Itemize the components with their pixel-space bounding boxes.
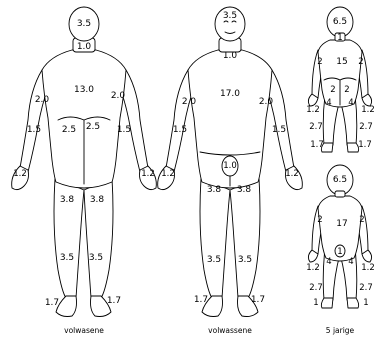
- adult-back-hand-left-label: 1.2: [13, 169, 27, 179]
- adult-back-leg-left-label: 3.5: [60, 253, 74, 263]
- adult-front-caption: volwassene: [208, 326, 252, 335]
- adult-front-forearm-left-label: 1.5: [173, 125, 187, 135]
- child-front-hand-left-label: 1.2: [306, 263, 320, 273]
- child-back-neck-label: 1: [337, 33, 342, 43]
- adult-front-forearm-right-label: 1.5: [272, 125, 286, 135]
- adult-back-caption: volwasene: [64, 326, 104, 335]
- adult-front-upper-arm-left-label: 2.0: [182, 97, 197, 107]
- adult-back-foot-left-label: 1.7: [45, 298, 59, 308]
- child-front-head-label: 6.5: [333, 175, 347, 185]
- adult-back-foot-right-label: 1.7: [107, 296, 121, 306]
- adult-back-leg-right-label: 3.5: [89, 253, 103, 263]
- adult-back-forearm-left-label: 1.5: [27, 125, 41, 135]
- child-front-thigh-left-label: 4: [326, 257, 331, 267]
- adult-back-forearm-right-label: 1.5: [117, 125, 131, 135]
- child-back-hand-right-label: 1.2: [361, 105, 375, 115]
- adult-front-hand-left-label: 1.2: [161, 169, 175, 179]
- child-back-foot-left-label: 1.7: [310, 140, 324, 150]
- child-back-leg-left-label: 2.7: [309, 122, 323, 132]
- adult-back-upper-arm-right-label: 2.0: [111, 91, 126, 101]
- child-front-trunk-label: 17: [336, 219, 347, 229]
- adult-front-head-label: 3.5: [223, 11, 237, 21]
- adult-back-hand-right-label: 1.2: [141, 169, 155, 179]
- child-back-leg-right-label: 2.7: [359, 122, 373, 132]
- adult-front-trunk-label: 17.0: [220, 89, 240, 99]
- adult-front-left-leg-shape: [200, 178, 230, 298]
- child-back-right-foot: [347, 143, 359, 152]
- child-front-upper-arm-right-label: 2: [359, 215, 364, 225]
- adult-front-foot-left-label: 1.7: [194, 295, 208, 305]
- adult-back-thigh-left-label: 3.8: [60, 195, 75, 205]
- adult-front-hand-right-label: 1.2: [285, 169, 299, 179]
- adult-back-thigh-right-label: 3.8: [90, 195, 105, 205]
- child-front-foot-right-label: 1: [363, 298, 368, 308]
- child-front-foot-left-label: 1: [313, 298, 318, 308]
- adult-back-figure: [12, 7, 157, 317]
- child-back-thigh-left-label: 4: [326, 98, 331, 108]
- child-back-trunk-label: 15: [336, 57, 347, 67]
- adult-front-thigh-right-label: 3.8: [237, 185, 252, 195]
- child-front-neck: [335, 191, 345, 197]
- adult-back-trunk-label: 13.0: [74, 85, 94, 95]
- adult-front-genitals-label: 1.0: [223, 161, 237, 171]
- child-back-upper-arm-right-label: 2: [358, 57, 363, 67]
- adult-back-upper-arm-left-label: 2.0: [35, 95, 50, 105]
- adult-front-upper-arm-right-label: 2.0: [259, 97, 274, 107]
- adult-front-leg-left-label: 3.5: [207, 255, 221, 265]
- child-front-left-foot: [321, 298, 333, 308]
- child-front-genitals-label: 1: [337, 247, 342, 257]
- child-front-hand-right-label: 1.2: [361, 263, 375, 273]
- child-front-right-foot: [347, 298, 359, 308]
- child-front-caption: 5 jarige: [326, 326, 355, 335]
- child-back-buttock-right-label: 2: [344, 85, 349, 95]
- adult-back-neck-label: 1.0: [77, 42, 92, 52]
- adult-back-buttock-left-label: 2.5: [62, 125, 76, 135]
- adult-front-neck-label: 1.0: [223, 51, 238, 61]
- child-back-foot-right-label: 1.7: [358, 140, 372, 150]
- child-front-upper-arm-left-label: 2: [317, 215, 322, 225]
- adult-front-foot-right-label: 1.7: [251, 295, 265, 305]
- child-front-thigh-right-label: 4: [348, 257, 353, 267]
- adult-front-leg-right-label: 3.5: [238, 255, 252, 265]
- child-front-leg-left-label: 2.7: [309, 283, 323, 293]
- child-back-buttock-left-label: 2: [330, 85, 335, 95]
- child-back-upper-arm-left-label: 2: [317, 57, 322, 67]
- child-front-leg-right-label: 2.7: [359, 283, 373, 293]
- adult-front-thigh-left-label: 3.8: [207, 185, 222, 195]
- adult-back-head-label: 3.5: [77, 19, 91, 29]
- adult-front-right-leg-shape: [230, 178, 260, 298]
- child-back-head-label: 6.5: [333, 17, 347, 27]
- child-back-hand-left-label: 1.2: [306, 105, 320, 115]
- child-back-thigh-right-label: 4: [348, 98, 353, 108]
- adult-back-buttock-right-label: 2.5: [86, 122, 100, 132]
